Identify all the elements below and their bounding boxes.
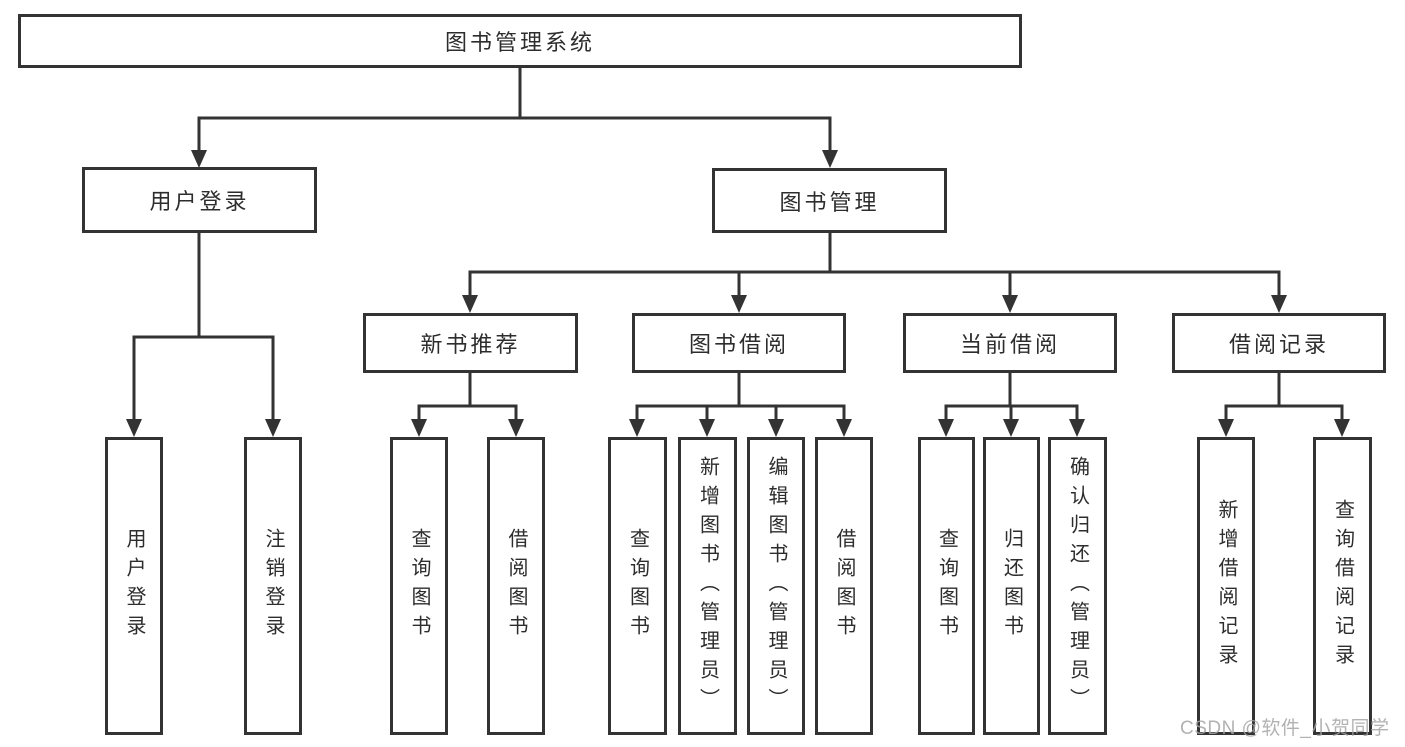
leaf-confirm-return-admin: 确认归还（管理员） bbox=[1048, 437, 1107, 735]
leaf-user-login: 用户登录 bbox=[105, 437, 163, 735]
leaf-add-books-admin: 新增图书（管理员） bbox=[678, 437, 737, 735]
leaf-edit-books-admin: 编辑图书（管理员） bbox=[747, 437, 805, 735]
leaf-query-books-recommend: 查询图书 bbox=[390, 437, 448, 735]
watermark: CSDN @软件_小贺同学 bbox=[1180, 718, 1390, 739]
leaf-query-borrow-record: 查询借阅记录 bbox=[1313, 437, 1372, 735]
leaf-borrow-books-recommend: 借阅图书 bbox=[487, 437, 545, 735]
node-root: 图书管理系统 bbox=[18, 14, 1022, 68]
node-current-borrowing: 当前借阅 bbox=[903, 313, 1117, 373]
leaf-add-borrow-record: 新增借阅记录 bbox=[1197, 437, 1255, 735]
node-new-book-recommend: 新书推荐 bbox=[363, 313, 578, 373]
node-book-borrowing: 图书借阅 bbox=[632, 313, 846, 373]
leaf-query-books-borrow: 查询图书 bbox=[608, 437, 667, 735]
leaf-borrow-books: 借阅图书 bbox=[815, 437, 873, 735]
leaf-query-books-current: 查询图书 bbox=[918, 437, 975, 735]
leaf-return-books: 归还图书 bbox=[983, 437, 1040, 735]
leaf-logout: 注销登录 bbox=[244, 437, 302, 735]
node-borrowing-records: 借阅记录 bbox=[1172, 313, 1386, 373]
node-book-management: 图书管理 bbox=[712, 168, 947, 233]
node-user-login: 用户登录 bbox=[82, 167, 317, 233]
